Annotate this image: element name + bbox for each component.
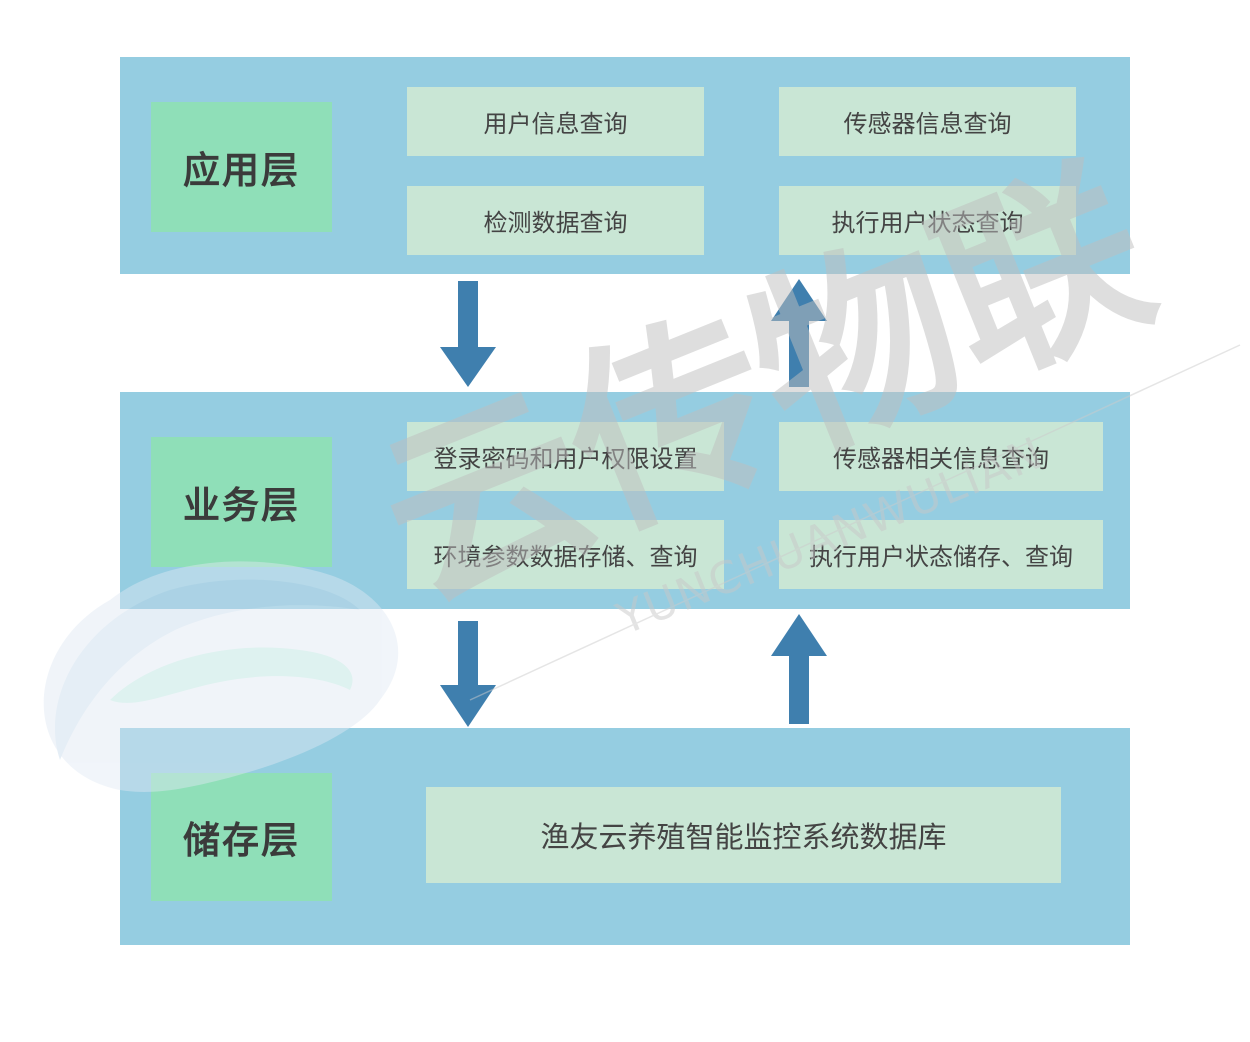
application-layer: 应用层 用户信息查询 传感器信息查询 检测数据查询 执行用户状态查询: [120, 57, 1130, 274]
sensor-related-query-box: 传感器相关信息查询: [779, 422, 1103, 491]
storage-layer-label: 储存层: [151, 773, 332, 901]
arrow-down-icon: [440, 281, 496, 387]
arrow-down-icon: [440, 621, 496, 727]
detection-data-query-box: 检测数据查询: [407, 186, 704, 255]
user-status-store-query-box: 执行用户状态储存、查询: [779, 520, 1103, 589]
database-box: 渔友云养殖智能监控系统数据库: [426, 787, 1061, 883]
application-layer-label: 应用层: [151, 102, 332, 232]
login-permission-box: 登录密码和用户权限设置: [407, 422, 724, 491]
business-layer: 业务层 登录密码和用户权限设置 传感器相关信息查询 环境参数数据存储、查询 执行…: [120, 392, 1130, 609]
env-params-store-query-box: 环境参数数据存储、查询: [407, 520, 724, 589]
arrow-up-icon: [771, 279, 827, 387]
user-status-query-box: 执行用户状态查询: [779, 186, 1076, 255]
user-info-query-box: 用户信息查询: [407, 87, 704, 156]
arrow-up-icon: [771, 614, 827, 724]
sensor-info-query-box: 传感器信息查询: [779, 87, 1076, 156]
business-layer-label: 业务层: [151, 437, 332, 567]
storage-layer: 储存层 渔友云养殖智能监控系统数据库: [120, 728, 1130, 945]
